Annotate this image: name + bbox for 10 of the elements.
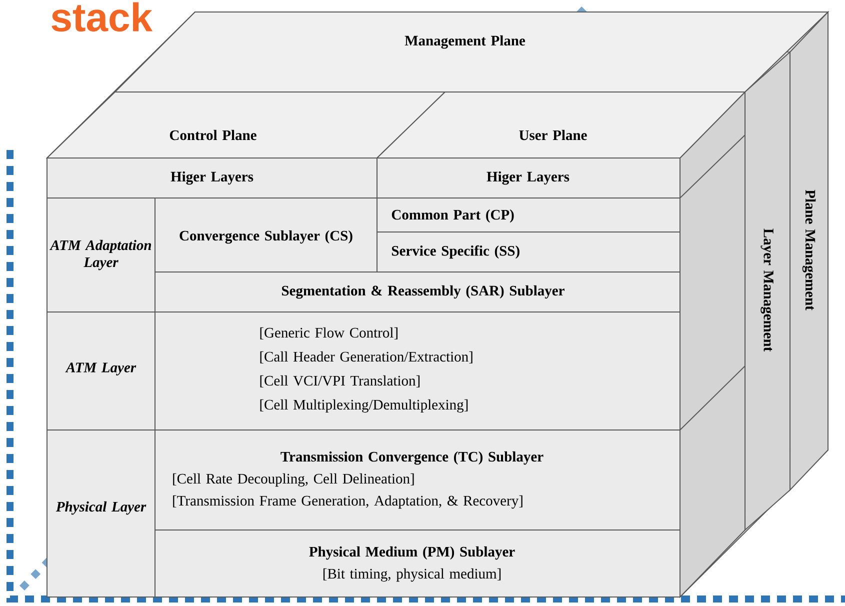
- layer-label-box: ATM Layer: [46, 312, 156, 430]
- sublayer-box: Physical Medium (PM) Sublayer [Bit timing, physical medium]: [154, 530, 680, 598]
- sublayer-box: Service Specific (SS): [376, 232, 680, 272]
- layer-label-box: Physical Layer: [46, 430, 156, 598]
- sublayer-box: Convergence Sublayer (CS): [154, 198, 378, 272]
- sublayer-box: Common Part (CP): [376, 198, 680, 232]
- layer-label-box: ATM Adaptation Layer: [46, 198, 156, 312]
- layer-box: Higer Layers: [46, 158, 378, 198]
- layer-box: Higer Layers: [376, 158, 680, 198]
- sublayer-box: Segmentation & Reassembly (SAR) Sublayer: [154, 272, 680, 312]
